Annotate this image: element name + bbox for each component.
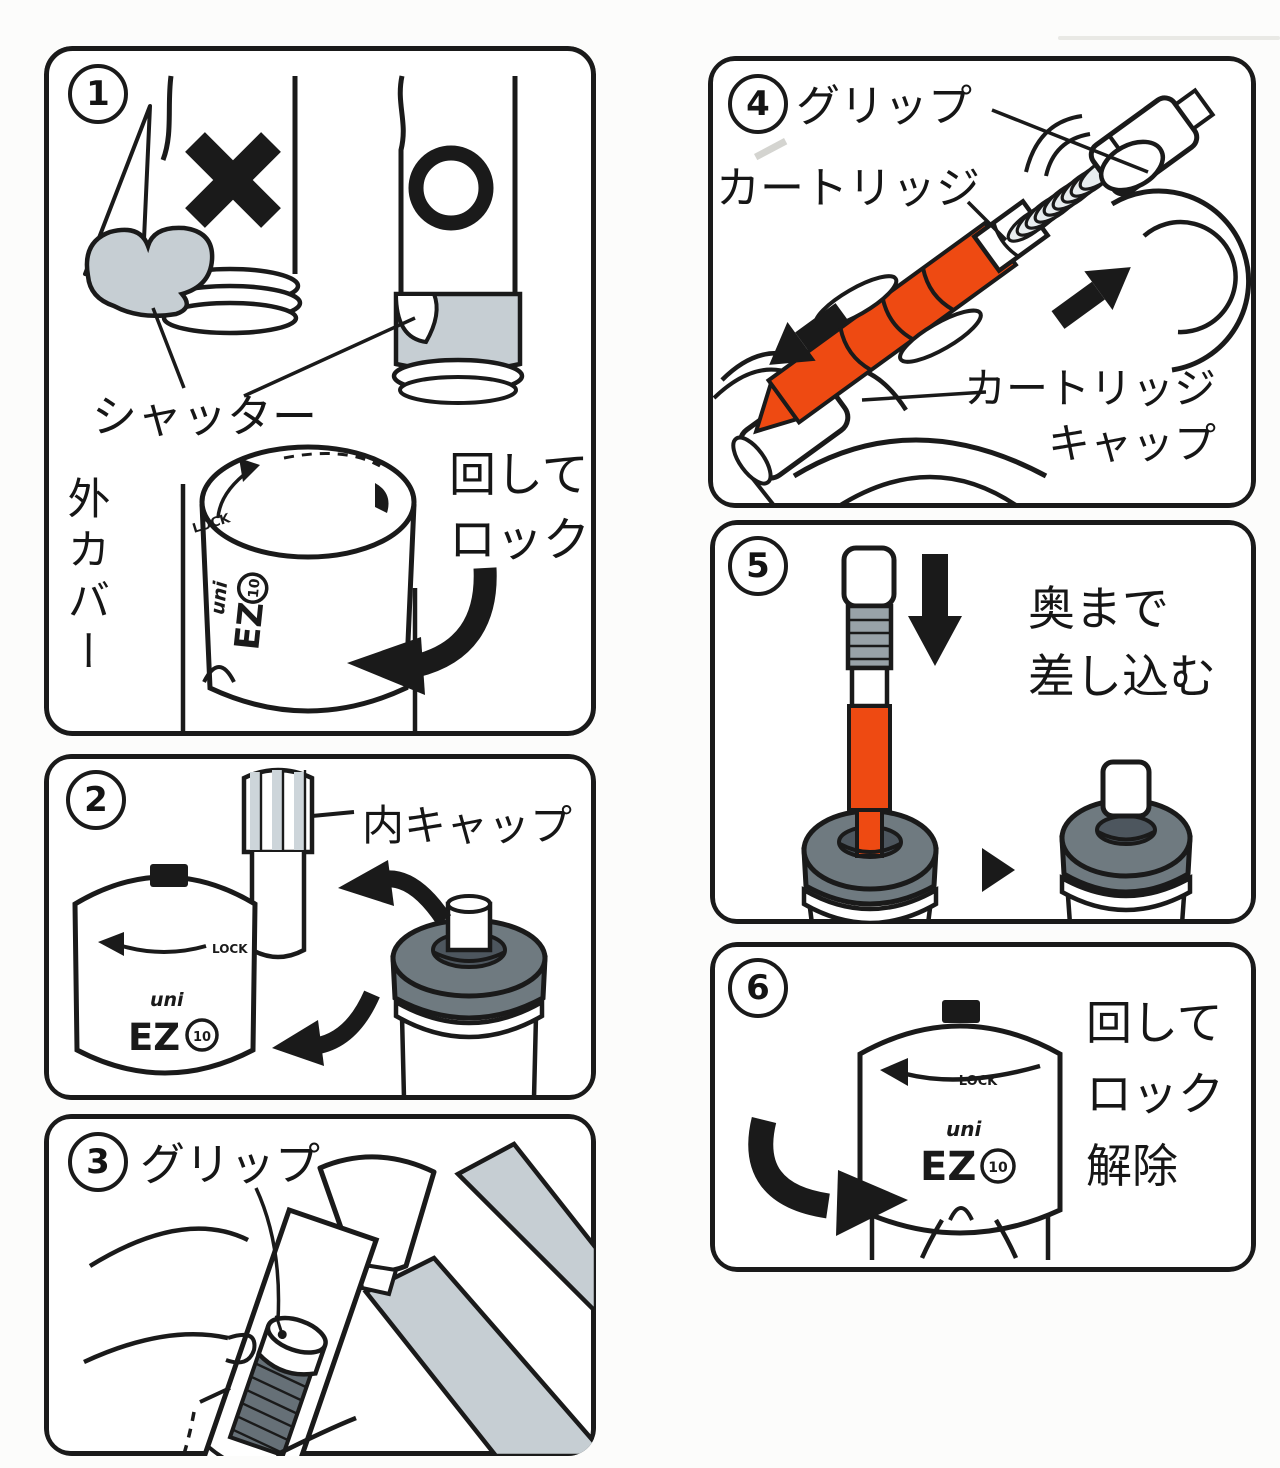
outer-cover-unlock: LOCK uni EZ 10	[857, 1000, 1063, 1260]
step-4-illustration	[708, 56, 1256, 508]
brand-logo-uni-ez10: uni EZ 10	[920, 1117, 1016, 1190]
caption-line: キャップ	[1047, 418, 1216, 468]
caption-line: 回して	[1086, 996, 1223, 1050]
insert-down-arrow-icon	[908, 554, 962, 666]
scan-artifact-line	[1058, 36, 1280, 40]
hand-thumb-outline	[83, 1226, 357, 1456]
caption-line: ロック	[449, 512, 590, 568]
step-5-panel: 5 奥まで 差し込む	[710, 520, 1256, 924]
grip-label: グリップ	[796, 81, 972, 132]
cartridge-cap-leader	[861, 390, 987, 402]
pen-tip-shutter-open	[83, 75, 303, 336]
outer-cover-lock: LOCK uni EZ 10	[180, 444, 418, 732]
step-3-panel: 3 グリップ	[44, 1114, 596, 1456]
pen-top-ring-open	[801, 808, 939, 924]
pull-arrow-left-icon	[769, 303, 849, 365]
cartridge-tube	[753, 219, 1019, 435]
grip-leader	[991, 108, 1149, 174]
caption-line: 差し込む	[1028, 650, 1216, 706]
scan-artifact	[754, 138, 788, 161]
swap-arrow-up-icon	[338, 860, 452, 925]
grip-label: グリップ	[140, 1138, 321, 1191]
caption-line: 回して	[449, 448, 589, 503]
step-number-badge: 5	[728, 536, 788, 596]
hand-fingers-gray	[362, 1141, 596, 1456]
rotate-unlock-arrow-icon	[748, 1117, 908, 1236]
step-4-panel: 4 グリップ カートリッジ カートリッジ キャップ	[708, 56, 1256, 508]
turn-to-unlock-caption: 回して ロック 解除	[1086, 988, 1224, 1202]
step-number-badge: 1	[68, 64, 128, 124]
step-1-panel: LOCK uni EZ 10 1 シャッター 外カバー 回して ロック	[44, 46, 596, 736]
outer-cover: LOCK uni EZ 10	[72, 864, 258, 1076]
brand-logo-uni-ez10: uni EZ 10	[207, 572, 272, 652]
shutter-label: シャッター	[92, 390, 318, 443]
svg-text:10: 10	[193, 1030, 211, 1045]
svg-text:10: 10	[988, 1160, 1008, 1176]
lock-text: LOCK	[959, 1074, 998, 1089]
cartridge-vertical	[841, 545, 897, 812]
ok-ring-icon	[408, 145, 494, 231]
ng-cross-icon	[185, 132, 281, 228]
step-2-illustration: LOCK uni EZ 10	[44, 754, 596, 1100]
pen-top-ring-inserted	[1059, 759, 1193, 924]
cartridge-cap-label: カートリッジ キャップ	[958, 362, 1216, 471]
caption-line: カートリッジ	[963, 364, 1216, 413]
rotate-lock-arrow-icon	[347, 567, 497, 695]
svg-text:uni: uni	[150, 989, 184, 1011]
inner-cap	[241, 767, 315, 960]
pull-arrow-right-icon	[1051, 267, 1131, 329]
step-number-badge: 3	[68, 1132, 128, 1192]
caption-line: ロック	[1086, 1067, 1224, 1122]
shutter-leader-lines	[151, 307, 416, 398]
open-barrel-with-grip	[188, 1206, 380, 1456]
brand-logo-uni-ez10: uni EZ 10	[128, 989, 219, 1059]
svg-text:uni: uni	[946, 1117, 982, 1141]
svg-text:10: 10	[246, 578, 264, 599]
step-3-illustration	[44, 1114, 596, 1456]
step-6-illustration: LOCK uni EZ 10	[710, 942, 1256, 1272]
step-5-illustration	[710, 520, 1256, 924]
lock-text: LOCK	[212, 942, 248, 956]
svg-text:EZ: EZ	[920, 1144, 976, 1190]
svg-text:EZ: EZ	[128, 1016, 180, 1059]
caption-line: 奥まで	[1028, 582, 1169, 637]
next-step-triangle-icon	[982, 848, 1015, 892]
svg-text:EZ: EZ	[227, 600, 272, 652]
step-6-panel: LOCK uni EZ 10 6 回して ロック 解除	[710, 942, 1256, 1272]
cartridge-leader	[966, 200, 1008, 242]
svg-text:uni: uni	[207, 580, 232, 616]
outer-cover-label: 外カバー	[60, 476, 110, 680]
grip-leader	[254, 1187, 281, 1321]
step-number-badge: 4	[728, 74, 788, 134]
step-2-panel: LOCK uni EZ 10	[44, 754, 596, 1100]
insert-fully-caption: 奥まで 差し込む	[1028, 576, 1216, 712]
pen-tip-shutter-closed	[391, 75, 525, 405]
cartridge-label: カートリッジ	[716, 163, 980, 214]
inner-cap-label: 内キャップ	[362, 801, 573, 850]
turn-to-lock-caption: 回して ロック	[449, 444, 590, 574]
caption-line: 解除	[1086, 1138, 1178, 1193]
step-1-illustration: LOCK uni EZ 10	[44, 46, 596, 736]
pen-top-ring	[390, 894, 548, 1099]
swap-arrow-down-icon	[272, 990, 380, 1066]
step-number-badge: 2	[66, 770, 126, 830]
inner-cap-leader	[311, 810, 355, 818]
step-number-badge: 6	[728, 958, 788, 1018]
